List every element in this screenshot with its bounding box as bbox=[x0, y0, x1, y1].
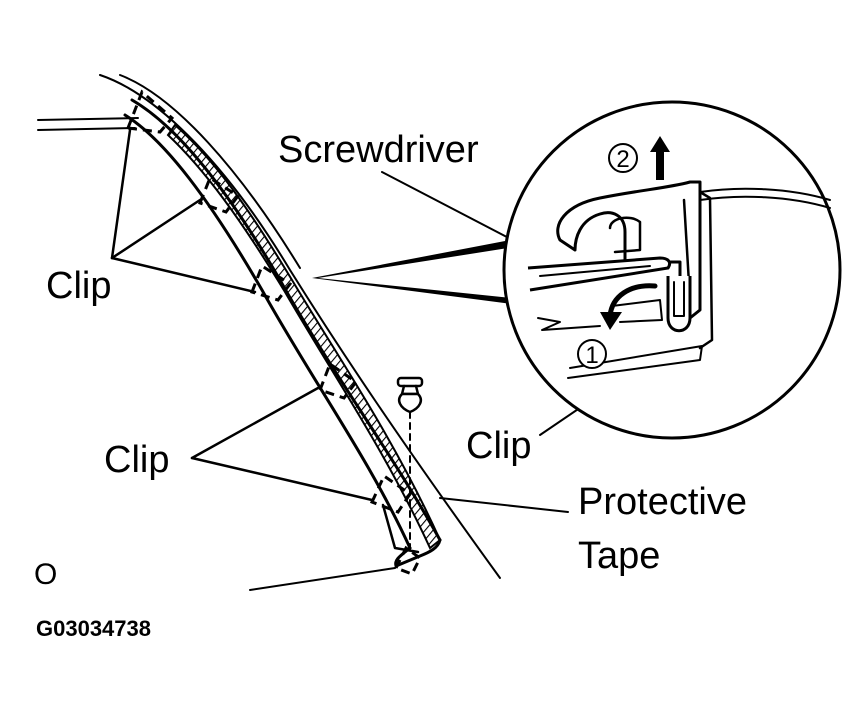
callout-cone bbox=[312, 240, 520, 305]
clip-marker bbox=[393, 545, 422, 576]
screwdriver-blade bbox=[527, 256, 672, 292]
corner-mark: O bbox=[34, 558, 57, 591]
step-1-badge bbox=[577, 339, 607, 369]
step-1-number: 1 bbox=[585, 342, 598, 369]
protective-tape-label-line2: Tape bbox=[578, 535, 660, 577]
body-panel-outline bbox=[37, 74, 501, 591]
clip-marker bbox=[318, 361, 359, 400]
step-2-number: 2 bbox=[616, 146, 629, 173]
step-2-arrow bbox=[650, 136, 670, 180]
protective-tape bbox=[166, 123, 442, 550]
clip-detail-shape bbox=[666, 276, 692, 333]
protective-tape-label-line1: Protective bbox=[578, 481, 747, 523]
clip-marker bbox=[250, 263, 293, 302]
clip-marker bbox=[125, 89, 175, 134]
screwdriver-label: Screwdriver bbox=[278, 129, 479, 171]
clip-marker bbox=[198, 175, 241, 214]
clip-label-detail: Clip bbox=[466, 425, 531, 467]
figure-code: G03034738 bbox=[36, 616, 151, 641]
clip-label-lower: Clip bbox=[104, 439, 169, 481]
clip-label-upper: Clip bbox=[46, 265, 111, 307]
step-1-arrow bbox=[607, 283, 658, 319]
detail-view: 2 1 bbox=[502, 100, 842, 440]
clip-fastener-icon bbox=[396, 376, 424, 556]
leader-lines-left bbox=[110, 128, 374, 502]
step-2-badge bbox=[608, 143, 638, 173]
